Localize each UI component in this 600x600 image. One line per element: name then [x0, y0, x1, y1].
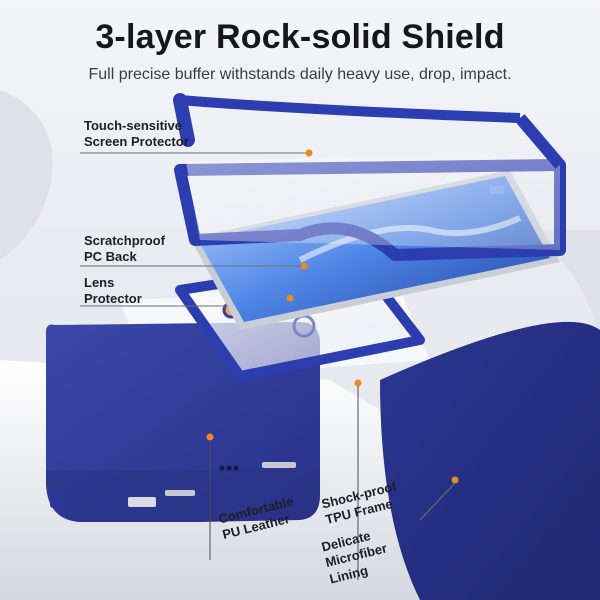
- page-title: 3-layer Rock-solid Shield: [95, 18, 505, 56]
- port-cutout: [128, 497, 156, 507]
- leather-cover-right: [380, 321, 600, 600]
- marker-dot: [286, 294, 294, 302]
- page-subtitle: Full precise buffer withstands daily hea…: [88, 66, 512, 83]
- callout-line: Touch-sensitive: [84, 118, 183, 133]
- background-shadow: [520, 230, 600, 360]
- screen-protector-glass: [186, 152, 560, 250]
- marker-dot: [206, 433, 214, 441]
- speaker-grille: [262, 462, 296, 468]
- callout-pc-back: Scratchproof PC Back: [84, 233, 165, 266]
- callout-screen-protector: Touch-sensitive Screen Protector: [84, 118, 189, 151]
- frame-corner: [173, 93, 195, 147]
- leader-line: [419, 482, 456, 521]
- marker-dot: [451, 476, 459, 484]
- callout-line: Lens: [84, 275, 115, 290]
- callout-line: Screen Protector: [84, 134, 189, 150]
- marker-dot: [305, 149, 313, 157]
- microphone-hole: [219, 465, 225, 471]
- marker-dot: [354, 379, 362, 387]
- side-button: [50, 492, 64, 508]
- callout-lens-protector: Lens Protector: [84, 275, 142, 308]
- microphone-hole: [226, 465, 232, 471]
- callout-line: Protector: [84, 291, 142, 307]
- speaker-grille: [165, 490, 195, 496]
- frame-top-edge: [179, 95, 521, 123]
- background-shadow: [0, 90, 53, 260]
- microphone-hole: [233, 465, 239, 471]
- marker-dot: [300, 262, 308, 270]
- callout-line: Scratchproof: [84, 233, 165, 248]
- callout-line: PC Back: [84, 249, 137, 265]
- frame-corner: [515, 114, 565, 169]
